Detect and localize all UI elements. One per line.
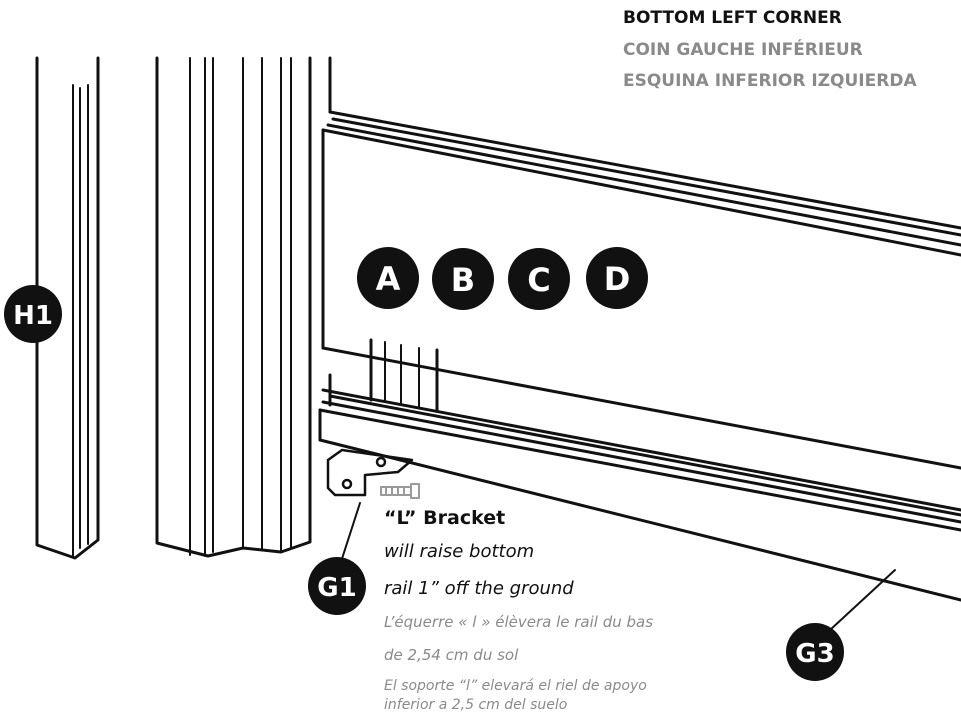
bracket-note-en-line2: rail 1” off the ground	[384, 578, 574, 599]
badge-c: C	[508, 248, 570, 310]
bracket-note-fr-line2: de 2,54 cm du sol	[384, 646, 519, 664]
post-center	[155, 56, 312, 558]
svg-text:D: D	[604, 260, 631, 298]
svg-text:H1: H1	[13, 301, 53, 331]
l-bracket	[326, 448, 414, 497]
badge-g3: G3	[786, 623, 844, 681]
badge-h1: H1	[4, 285, 62, 343]
svg-text:A: A	[376, 260, 401, 298]
post-h1	[35, 56, 100, 560]
bracket-note-es-line2: inferior a 2,5 cm del suelo	[384, 697, 568, 713]
corner-heading-es: ESQUINA INFERIOR IZQUIERDA	[623, 71, 917, 91]
badge-d: D	[586, 247, 648, 309]
leader-g3	[829, 569, 896, 631]
svg-text:G3: G3	[795, 639, 834, 669]
badge-g1: G1	[308, 557, 366, 615]
bracket-note-title: “L” Bracket	[384, 507, 506, 529]
badge-a: A	[357, 247, 419, 309]
svg-text:B: B	[451, 261, 475, 299]
bracket-note-en-line1: will raise bottom	[384, 541, 535, 562]
svg-text:G1: G1	[317, 573, 356, 603]
corner-heading-fr: COIN GAUCHE INFÉRIEUR	[623, 40, 863, 60]
badge-b: B	[432, 248, 494, 310]
panel-assembly	[321, 56, 961, 470]
leader-g1	[338, 502, 361, 569]
bottom-rail-g3	[318, 388, 961, 602]
bracket-note-es-line1: El soporte “l” elevará el riel de apoyo	[384, 678, 647, 694]
bracket-note-fr-line1: L’équerre « l » élèvera le rail du bas	[384, 613, 654, 631]
corner-heading-en: BOTTOM LEFT CORNER	[623, 8, 842, 28]
screw	[380, 483, 420, 499]
svg-text:C: C	[527, 261, 550, 299]
